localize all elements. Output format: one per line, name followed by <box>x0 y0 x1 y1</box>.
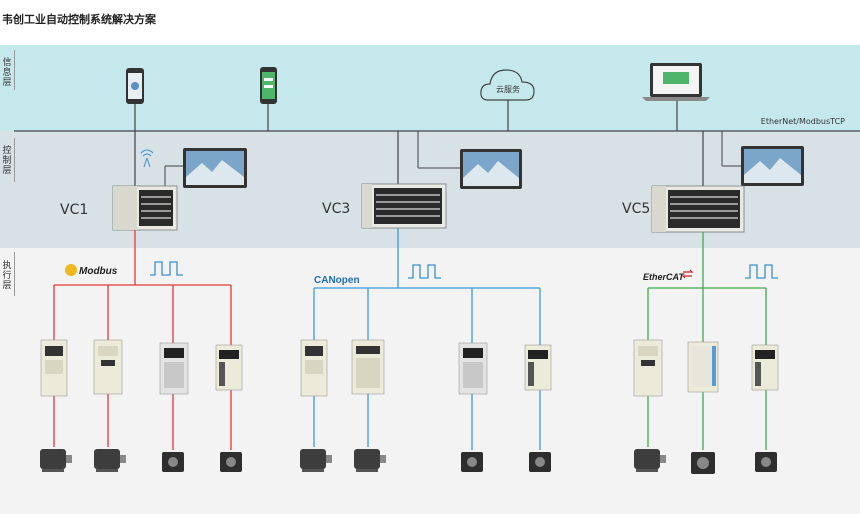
servo-motor-icon <box>691 452 715 474</box>
cloud-icon <box>480 69 535 101</box>
ac-motor-icon <box>300 449 332 472</box>
servo-drive <box>458 342 488 395</box>
wireless-antenna-icon <box>140 149 154 168</box>
inverter-drive <box>351 339 385 395</box>
ethercat-fieldbus <box>647 232 767 450</box>
inverter-drive <box>687 341 719 393</box>
page-title: 韦创工业自动控制系统解决方案 <box>2 13 156 26</box>
controller-vc1-label: VC1 <box>60 202 88 218</box>
ethercat-logo: EtherCAT <box>643 269 694 282</box>
modbus-fieldbus <box>53 230 232 450</box>
controller-vc3 <box>361 183 447 229</box>
ac-motor-icon <box>354 449 386 472</box>
info-layer-label: 信息层 <box>2 58 12 88</box>
pulse-signal-icon <box>150 261 183 276</box>
smartphone-icon <box>260 67 277 104</box>
control-layer-bar <box>14 138 15 182</box>
ac-motor-icon <box>634 449 666 472</box>
servo-drive <box>524 344 552 391</box>
svg-text:Modbus: Modbus <box>79 266 118 277</box>
servo-motor-icon <box>529 452 551 472</box>
servo-motor-icon <box>162 452 184 472</box>
execution-layer-bar <box>14 252 15 296</box>
servo-drive <box>159 342 189 395</box>
canopen-fieldbus <box>313 228 541 450</box>
servo-drive <box>215 344 243 391</box>
execution-layer-label: 执行层 <box>2 261 12 291</box>
ac-motor-icon <box>94 449 126 472</box>
canopen-logo: CANopen <box>314 275 360 286</box>
hmi-touchscreen <box>183 148 247 188</box>
servo-drive <box>751 344 779 391</box>
inverter-drive <box>300 339 328 397</box>
controller-vc5 <box>651 185 745 233</box>
inverter-drive <box>633 339 663 397</box>
servo-motor-icon <box>755 452 777 472</box>
controller-vc1 <box>112 185 178 231</box>
hmi-touchscreen <box>741 146 804 186</box>
info-layer-bar <box>14 50 15 90</box>
ac-motor-icon <box>40 449 72 472</box>
laptop-icon <box>642 63 710 101</box>
smartphone-icon <box>126 68 144 104</box>
servo-motor-icon <box>461 452 483 472</box>
servo-motor-icon <box>220 452 242 472</box>
cloud-service-label: 云服务 <box>496 84 520 94</box>
controller-vc3-label: VC3 <box>322 201 350 217</box>
inverter-drive <box>40 339 68 397</box>
hmi-touchscreen <box>460 149 522 189</box>
pulse-signal-icon <box>408 264 441 279</box>
controller-vc5-label: VC5 <box>622 201 650 217</box>
modbus-logo: Modbus <box>65 264 118 277</box>
control-layer-label: 控制层 <box>2 146 12 176</box>
inverter-drive <box>93 339 123 395</box>
pulse-signal-icon <box>745 264 778 279</box>
svg-text:EtherCAT: EtherCAT <box>643 272 685 282</box>
network-label: EtherNet/ModbusTCP <box>761 117 845 126</box>
